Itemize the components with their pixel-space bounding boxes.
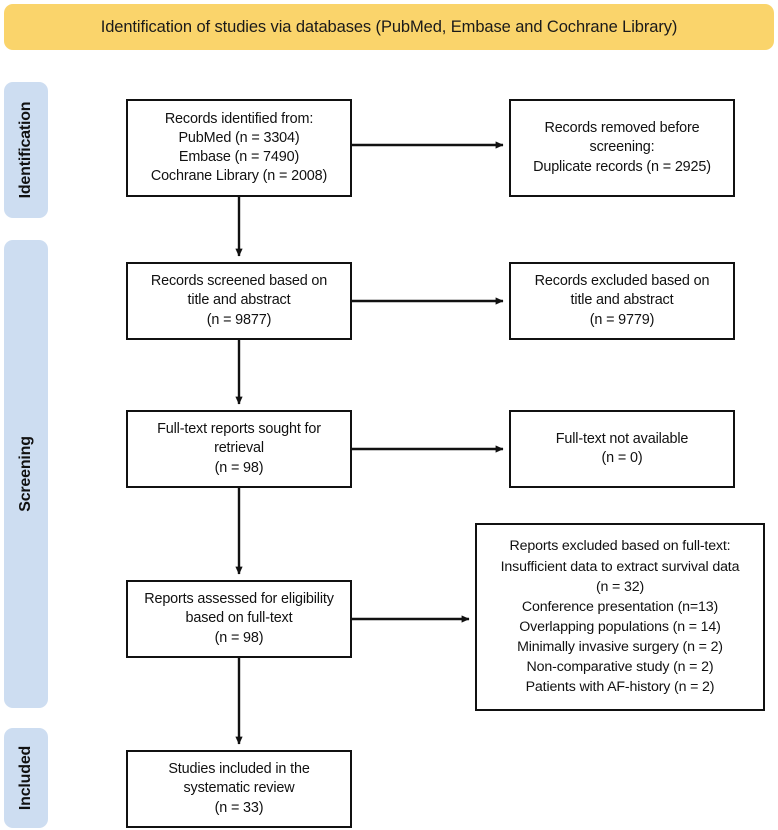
box-fulltext-not-available-text: Full-text not available (n = 0): [555, 430, 689, 466]
diagram-title: Identification of studies via databases …: [100, 17, 678, 36]
stage-band-included: Included: [4, 728, 48, 828]
diagram-header-banner: Identification of studies via databases …: [4, 4, 774, 50]
box-reports-excluded-fulltext-text: Reports excluded based on full-text: Ins…: [500, 538, 740, 696]
box-records-identified-text: Records identified from: PubMed (n = 330…: [150, 110, 328, 185]
box-studies-included: Studies included in the systematic revie…: [126, 750, 352, 828]
box-records-removed-text: Records removed before screening: Duplic…: [533, 120, 711, 175]
box-records-screened: Records screened based on title and abst…: [126, 262, 352, 340]
stage-label-screening: Screening: [17, 436, 34, 512]
box-records-excluded-title-abstract-text: Records excluded based on title and abst…: [534, 273, 710, 328]
stage-label-included: Included: [17, 745, 34, 811]
box-fulltext-not-available: Full-text not available (n = 0): [509, 410, 735, 488]
stage-label-identification: Identification: [17, 101, 34, 199]
box-records-screened-text: Records screened based on title and abst…: [150, 273, 328, 328]
box-fulltext-sought: Full-text reports sought for retrieval (…: [126, 410, 352, 488]
stage-band-screening: Screening: [4, 240, 48, 708]
box-records-removed: Records removed before screening: Duplic…: [509, 99, 735, 197]
box-records-identified: Records identified from: PubMed (n = 330…: [126, 99, 352, 197]
stage-band-identification: Identification: [4, 82, 48, 218]
box-reports-excluded-fulltext: Reports excluded based on full-text: Ins…: [475, 523, 765, 711]
box-reports-assessed-text: Reports assessed for eligibility based o…: [144, 591, 334, 646]
box-studies-included-text: Studies included in the systematic revie…: [168, 761, 310, 816]
box-reports-assessed: Reports assessed for eligibility based o…: [126, 580, 352, 658]
box-records-excluded-title-abstract: Records excluded based on title and abst…: [509, 262, 735, 340]
box-fulltext-sought-text: Full-text reports sought for retrieval (…: [157, 421, 321, 476]
